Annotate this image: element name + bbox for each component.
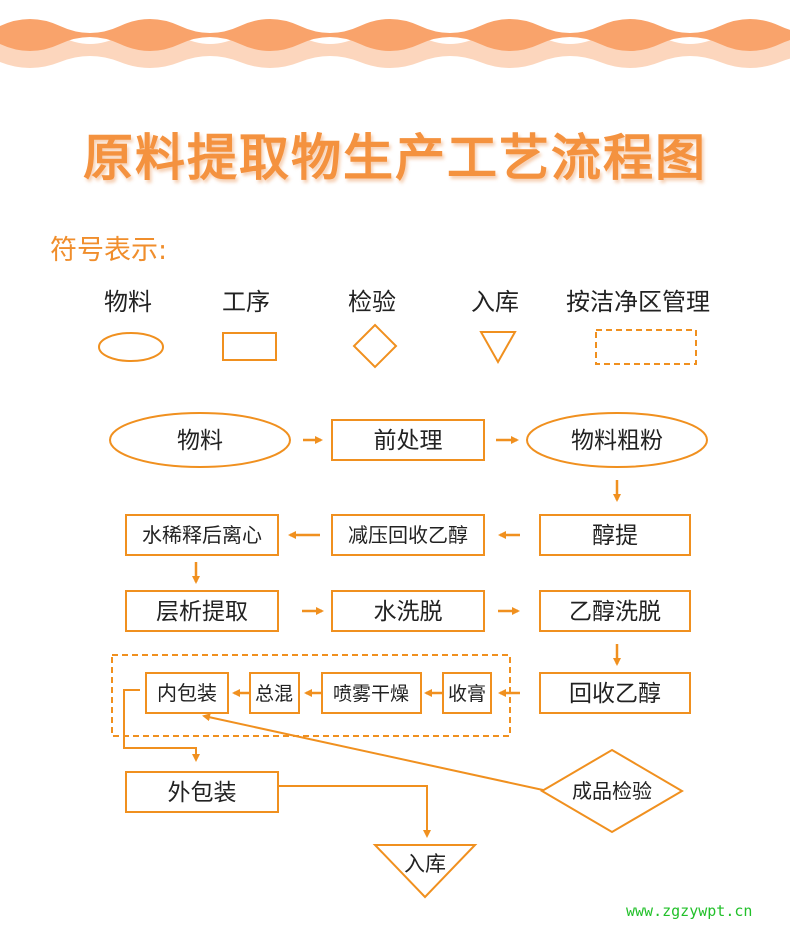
node-pretreatment-shape (331, 419, 485, 461)
node-product-inspection-label: 成品检验 (572, 779, 652, 803)
wave-dark (0, 19, 790, 51)
node-product-inspection-shape (540, 748, 684, 834)
node-coarse-powder-label: 物料粗粉 (571, 428, 663, 454)
node-outer-packaging-shape (125, 771, 279, 813)
node-water-dilution-shape (125, 514, 279, 556)
node-storage-shape (372, 844, 478, 899)
node-paste-collection-label: 收膏 (448, 682, 486, 705)
node-pretreatment-label: 前处理 (374, 428, 443, 454)
node-ethanol-recovery-label: 回收乙醇 (569, 681, 661, 707)
node-chromatography-label: 层析提取 (156, 599, 248, 625)
node-storage-label: 入库 (404, 852, 446, 876)
legend-rectangle-symbol (222, 332, 277, 361)
node-coarse-powder-shape (526, 412, 708, 468)
node-water-dilution-label: 水稀释后离心 (142, 523, 262, 547)
legend-label-material: 物料 (104, 288, 152, 316)
node-ethanol-recovery-shape (539, 672, 691, 714)
legend-label-inspection: 检验 (348, 288, 396, 316)
node-ethanol-elution-shape (539, 590, 691, 632)
node-vacuum-recovery-label: 减压回收乙醇 (348, 523, 468, 547)
node-ethanol-elution-label: 乙醇洗脱 (569, 599, 661, 625)
legend-heading: 符号表示: (50, 235, 168, 266)
legend-ellipse-symbol (98, 332, 164, 362)
node-inner-packaging-shape (145, 672, 229, 714)
node-paste-collection-shape (442, 672, 492, 714)
node-material-label: 物料 (177, 428, 223, 454)
node-water-elution-shape (331, 590, 485, 632)
legend-triangle-symbol (479, 331, 517, 365)
node-water-elution-label: 水洗脱 (374, 599, 443, 625)
node-alcohol-extraction-label: 醇提 (592, 523, 638, 549)
legend-dashed-rectangle-symbol (595, 329, 697, 365)
legend-diamond-symbol (352, 323, 398, 369)
legend-label-clean-area: 按洁净区管理 (566, 288, 710, 316)
node-spray-drying-label: 喷雾干燥 (333, 683, 409, 705)
node-vacuum-recovery-shape (331, 514, 485, 556)
node-mixing-label: 总混 (255, 683, 293, 705)
legend-label-storage: 入库 (471, 288, 519, 316)
connector-inspection-to-inner (202, 713, 544, 791)
watermark-url: www.zgzywpt.cn (626, 902, 753, 920)
page-title: 原料提取物生产工艺流程图 (83, 129, 707, 187)
node-alcohol-extraction-shape (539, 514, 691, 556)
node-chromatography-shape (125, 590, 279, 632)
node-inner-packaging-label: 内包装 (157, 681, 217, 705)
connector-outer-to-storage (278, 785, 431, 838)
connector-inner-to-outer (123, 689, 200, 762)
decorative-wave-banner (0, 19, 790, 68)
node-outer-packaging-label: 外包装 (168, 780, 237, 806)
legend-label-process: 工序 (222, 288, 270, 316)
node-material-shape (109, 412, 291, 468)
